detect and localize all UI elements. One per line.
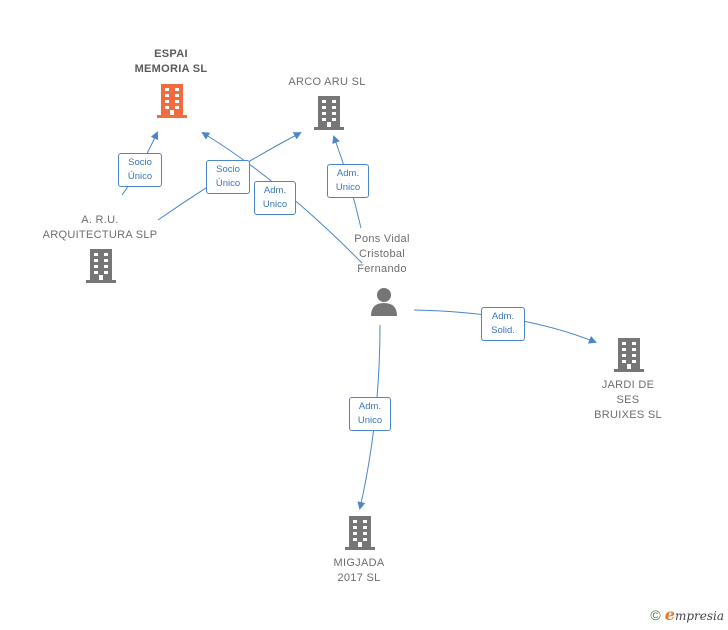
edge-label-adm-unico-espai: Adm. Unico xyxy=(254,181,296,215)
node-label-migjada-2017[interactable]: MIGJADA 2017 SL xyxy=(333,557,385,584)
building-icon[interactable] xyxy=(613,338,645,372)
building-icon[interactable] xyxy=(313,96,345,130)
building-icon[interactable] xyxy=(85,249,117,283)
brand-logo[interactable]: empresia xyxy=(665,605,724,624)
edge-label-adm-unico-arco: Adm. Unico xyxy=(327,164,369,198)
node-label-aru-arquitectura[interactable]: A. R.U. ARQUITECTURA SLP xyxy=(42,214,158,241)
person-icon[interactable] xyxy=(369,286,399,316)
edge-label-adm-unico-migjada: Adm. Unico xyxy=(349,397,391,431)
node-label-arco-aru[interactable]: ARCO ARU SL xyxy=(288,76,366,88)
edge-label-socio-unico-espai: Socio Único xyxy=(118,153,162,187)
footer-brand[interactable]: © empresia xyxy=(650,605,724,624)
node-label-pons-vidal[interactable]: Pons Vidal Cristobal Fernando xyxy=(354,233,410,275)
edge-label-adm-solid-jardi: Adm. Solid. xyxy=(481,307,525,341)
brand-initial: e xyxy=(664,605,675,624)
copyright-icon: © xyxy=(650,606,661,623)
building-icon[interactable] xyxy=(344,516,376,550)
node-label-espai-memoria[interactable]: ESPAI MEMORIA SL xyxy=(134,48,208,75)
brand-name: mpresia xyxy=(674,609,724,623)
edge-label-socio-unico-arco: Socio Único xyxy=(206,160,250,194)
building-icon[interactable] xyxy=(156,84,188,118)
node-label-jardi-de-ses-bruixes[interactable]: JARDI DE SES BRUIXES SL xyxy=(594,379,662,421)
